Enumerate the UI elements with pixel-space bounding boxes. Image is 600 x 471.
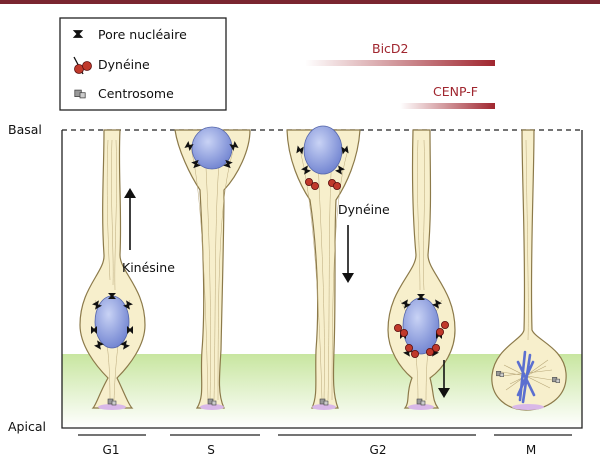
cell-m [491, 129, 567, 411]
nucleus [303, 125, 343, 175]
basal-label: Basal [8, 122, 42, 137]
apical-label: Apical [8, 419, 46, 434]
bicd2-label: BicD2 [372, 41, 409, 56]
nucleus [94, 295, 130, 349]
phase-label-g2: G2 [370, 443, 387, 457]
phase-label-s: S [207, 443, 215, 457]
dynein-label: Dynéine [338, 202, 390, 217]
bicd2-bar [305, 60, 495, 66]
legend-pore-label: Pore nucléaire [98, 27, 187, 42]
cell-g1 [79, 129, 146, 410]
cenpf-label: CENP-F [433, 84, 478, 99]
cell-g2-early [286, 125, 361, 410]
frame [61, 130, 583, 429]
cenpf-bar [400, 103, 495, 109]
chromosomes [516, 350, 536, 404]
kinesin-label: Kinésine [122, 260, 175, 275]
nucleus [191, 126, 233, 170]
phase-label-m: M [526, 443, 536, 457]
dynein-arrowhead [342, 273, 354, 283]
phase-label-g1: G1 [103, 443, 120, 457]
down-arrowhead [438, 388, 450, 398]
cell-s [174, 126, 251, 410]
top-rule [0, 0, 600, 4]
legend-centrosome-label: Centrosome [98, 86, 174, 101]
cell-g2-late [387, 129, 456, 410]
legend-dynein-label: Dynéine [98, 57, 150, 72]
dynein-icon [73, 56, 92, 75]
kinesin-arrowhead [124, 188, 136, 198]
